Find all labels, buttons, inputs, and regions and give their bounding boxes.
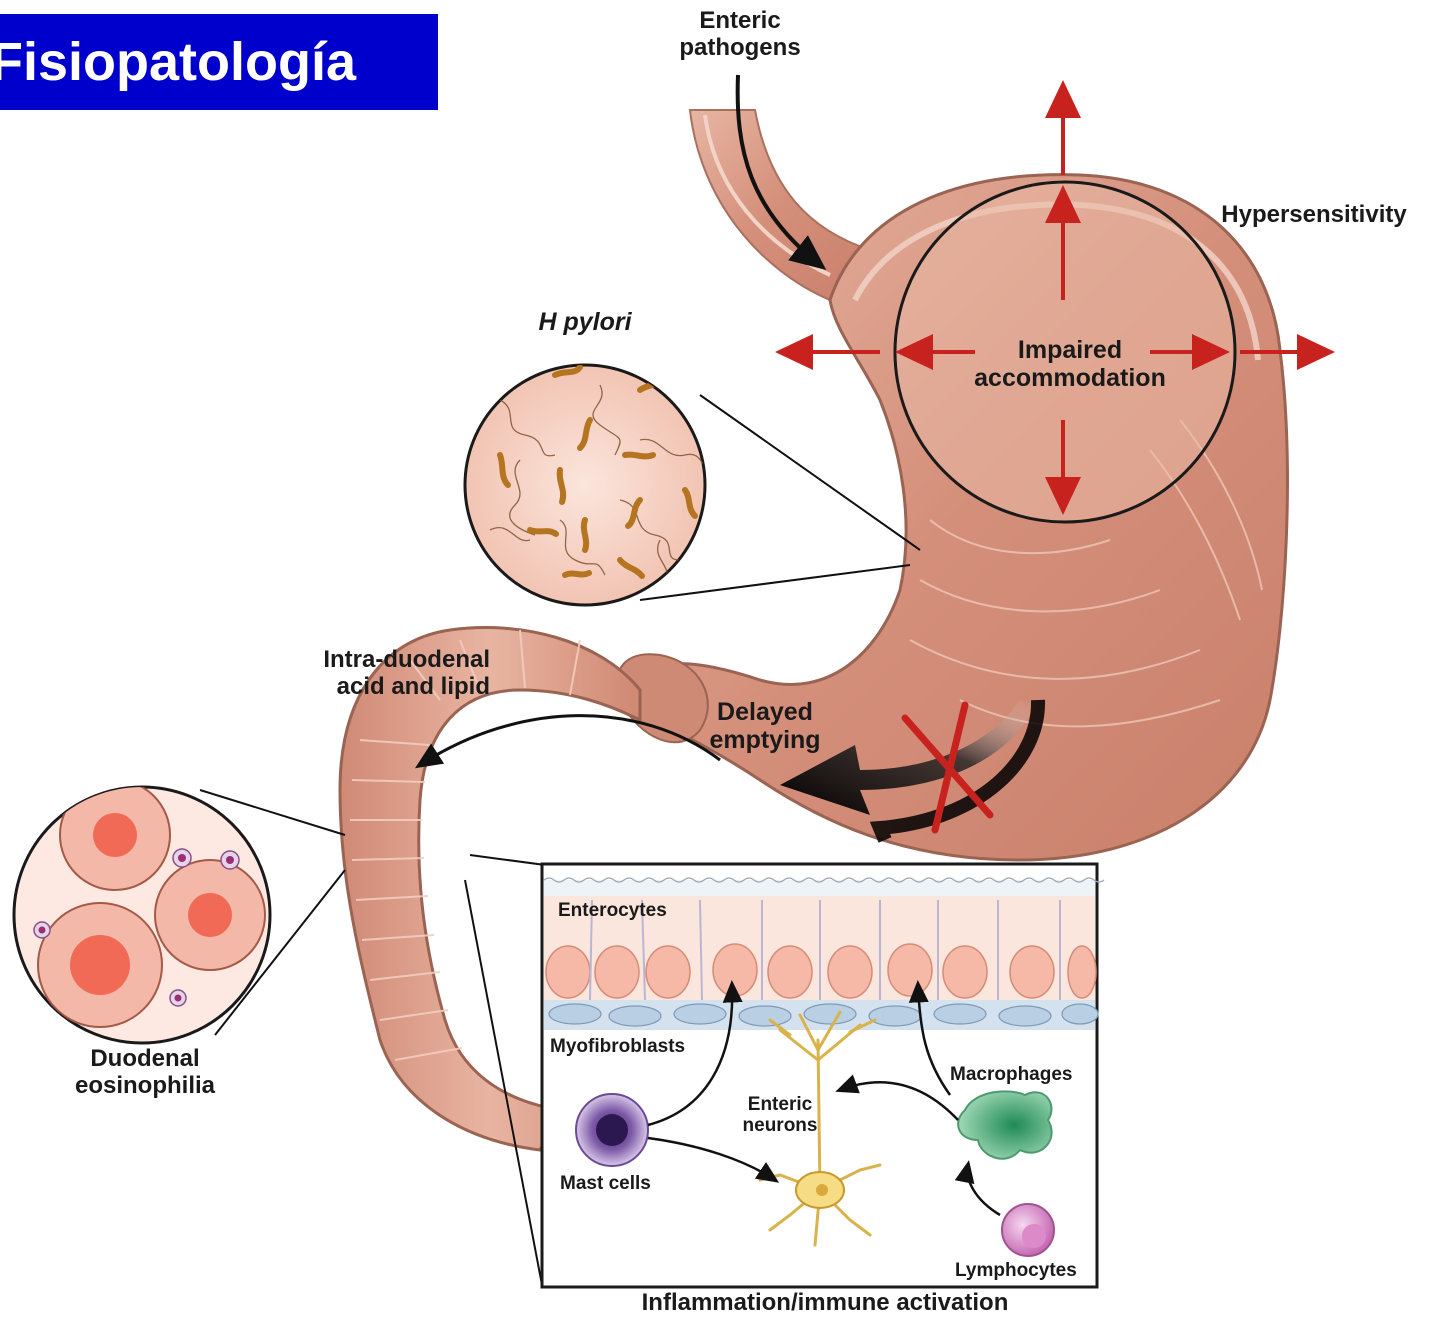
label-duodenal-eosinophilia: Duodenal eosinophilia [40,1046,250,1100]
label-myofibroblasts: Myofibroblasts [550,1036,685,1057]
label-hypersensitivity: Hypersensitivity [1200,202,1428,229]
label-lymphocytes: Lymphocytes [955,1260,1077,1281]
page-title: Fisiopatología [0,14,438,110]
label-enterocytes: Enterocytes [558,900,667,921]
mast-cell-icon [576,1094,648,1166]
label-mast-cells: Mast cells [560,1173,651,1194]
label-enteric-pathogens: Enteric pathogens [640,8,840,62]
label-intra-duodenal: Intra-duodenal acid and lipid [250,647,490,701]
label-macrophages: Macrophages [950,1064,1072,1085]
label-inflammation: Inflammation/immune activation [560,1290,1090,1317]
label-delayed-emptying: Delayed emptying [680,698,850,754]
lymphocyte-icon [1002,1204,1054,1256]
label-h-pylori: H pylori [500,308,670,336]
label-enteric-neurons: Enteric neurons [730,1094,830,1137]
label-impaired-accommodation: Impaired accommodation [935,336,1205,392]
